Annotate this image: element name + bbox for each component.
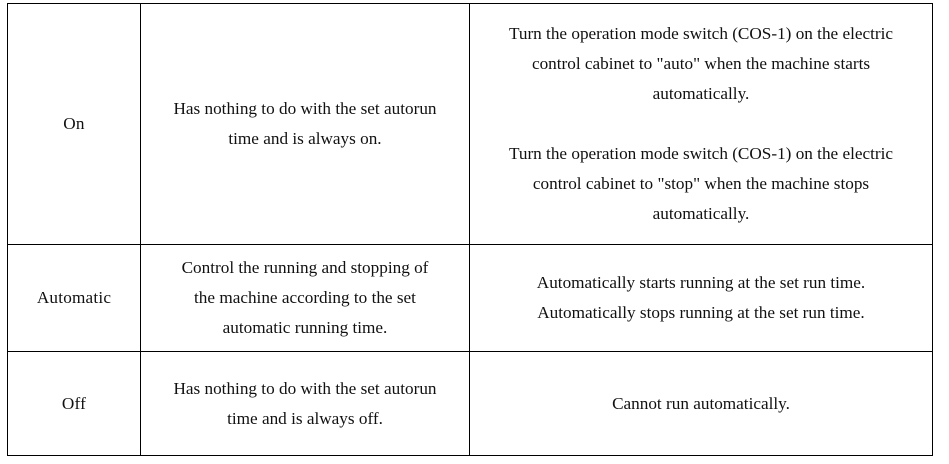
description-line: time and is always on. — [228, 129, 382, 148]
action-paragraph: Cannot run automatically. — [476, 389, 926, 419]
action-paragraph: Turn the operation mode switch (COS-1) o… — [476, 139, 926, 229]
cell-mode-on: On — [7, 3, 141, 245]
action-paragraph: Turn the operation mode switch (COS-1) o… — [476, 19, 926, 109]
description-line: Has nothing to do with the set autorun — [173, 378, 437, 398]
table-row: On Has nothing to do with the set autoru… — [7, 3, 933, 245]
action-line: control cabinet to "auto" when the machi… — [531, 54, 871, 73]
action-line: control cabinet to "stop" when the machi… — [532, 174, 870, 193]
table-body: On Has nothing to do with the set autoru… — [7, 3, 933, 456]
action-line: Automatically starts running at the set … — [536, 273, 866, 292]
cell-description-on: Has nothing to do with the set autorun t… — [140, 3, 470, 245]
description-line: automatic running time. — [222, 318, 388, 337]
operation-mode-table: On Has nothing to do with the set autoru… — [7, 3, 933, 456]
description-line: Has nothing to do with the set autorun — [173, 99, 437, 118]
cell-action-on: Turn the operation mode switch (COS-1) o… — [469, 3, 933, 245]
cell-mode-automatic: Automatic — [7, 244, 141, 352]
cell-mode-off: Off — [7, 351, 141, 456]
action-line: Cannot run automatically. — [612, 393, 790, 413]
action-line: automatically. — [652, 84, 750, 103]
action-line: Turn the operation mode switch (COS-1) o… — [508, 24, 894, 43]
table-row: Automatic Control the running and stoppi… — [7, 244, 933, 352]
description-line: the machine according to the set — [194, 288, 416, 307]
cell-action-off: Cannot run automatically. — [469, 351, 933, 456]
description-line: Control the running and stopping of — [181, 258, 429, 277]
cell-description-off: Has nothing to do with the set autorun t… — [140, 351, 470, 456]
description-line: time and is always off. — [227, 408, 383, 428]
action-line: Automatically stops running at the set r… — [537, 303, 865, 322]
cell-action-automatic: Automatically starts running at the set … — [469, 244, 933, 352]
action-paragraph: Automatically starts running at the set … — [476, 268, 926, 328]
action-line: Turn the operation mode switch (COS-1) o… — [508, 144, 894, 163]
cell-description-automatic: Control the running and stopping of the … — [140, 244, 470, 352]
table-row: Off Has nothing to do with the set autor… — [7, 351, 933, 456]
action-line: automatically. — [652, 204, 750, 223]
